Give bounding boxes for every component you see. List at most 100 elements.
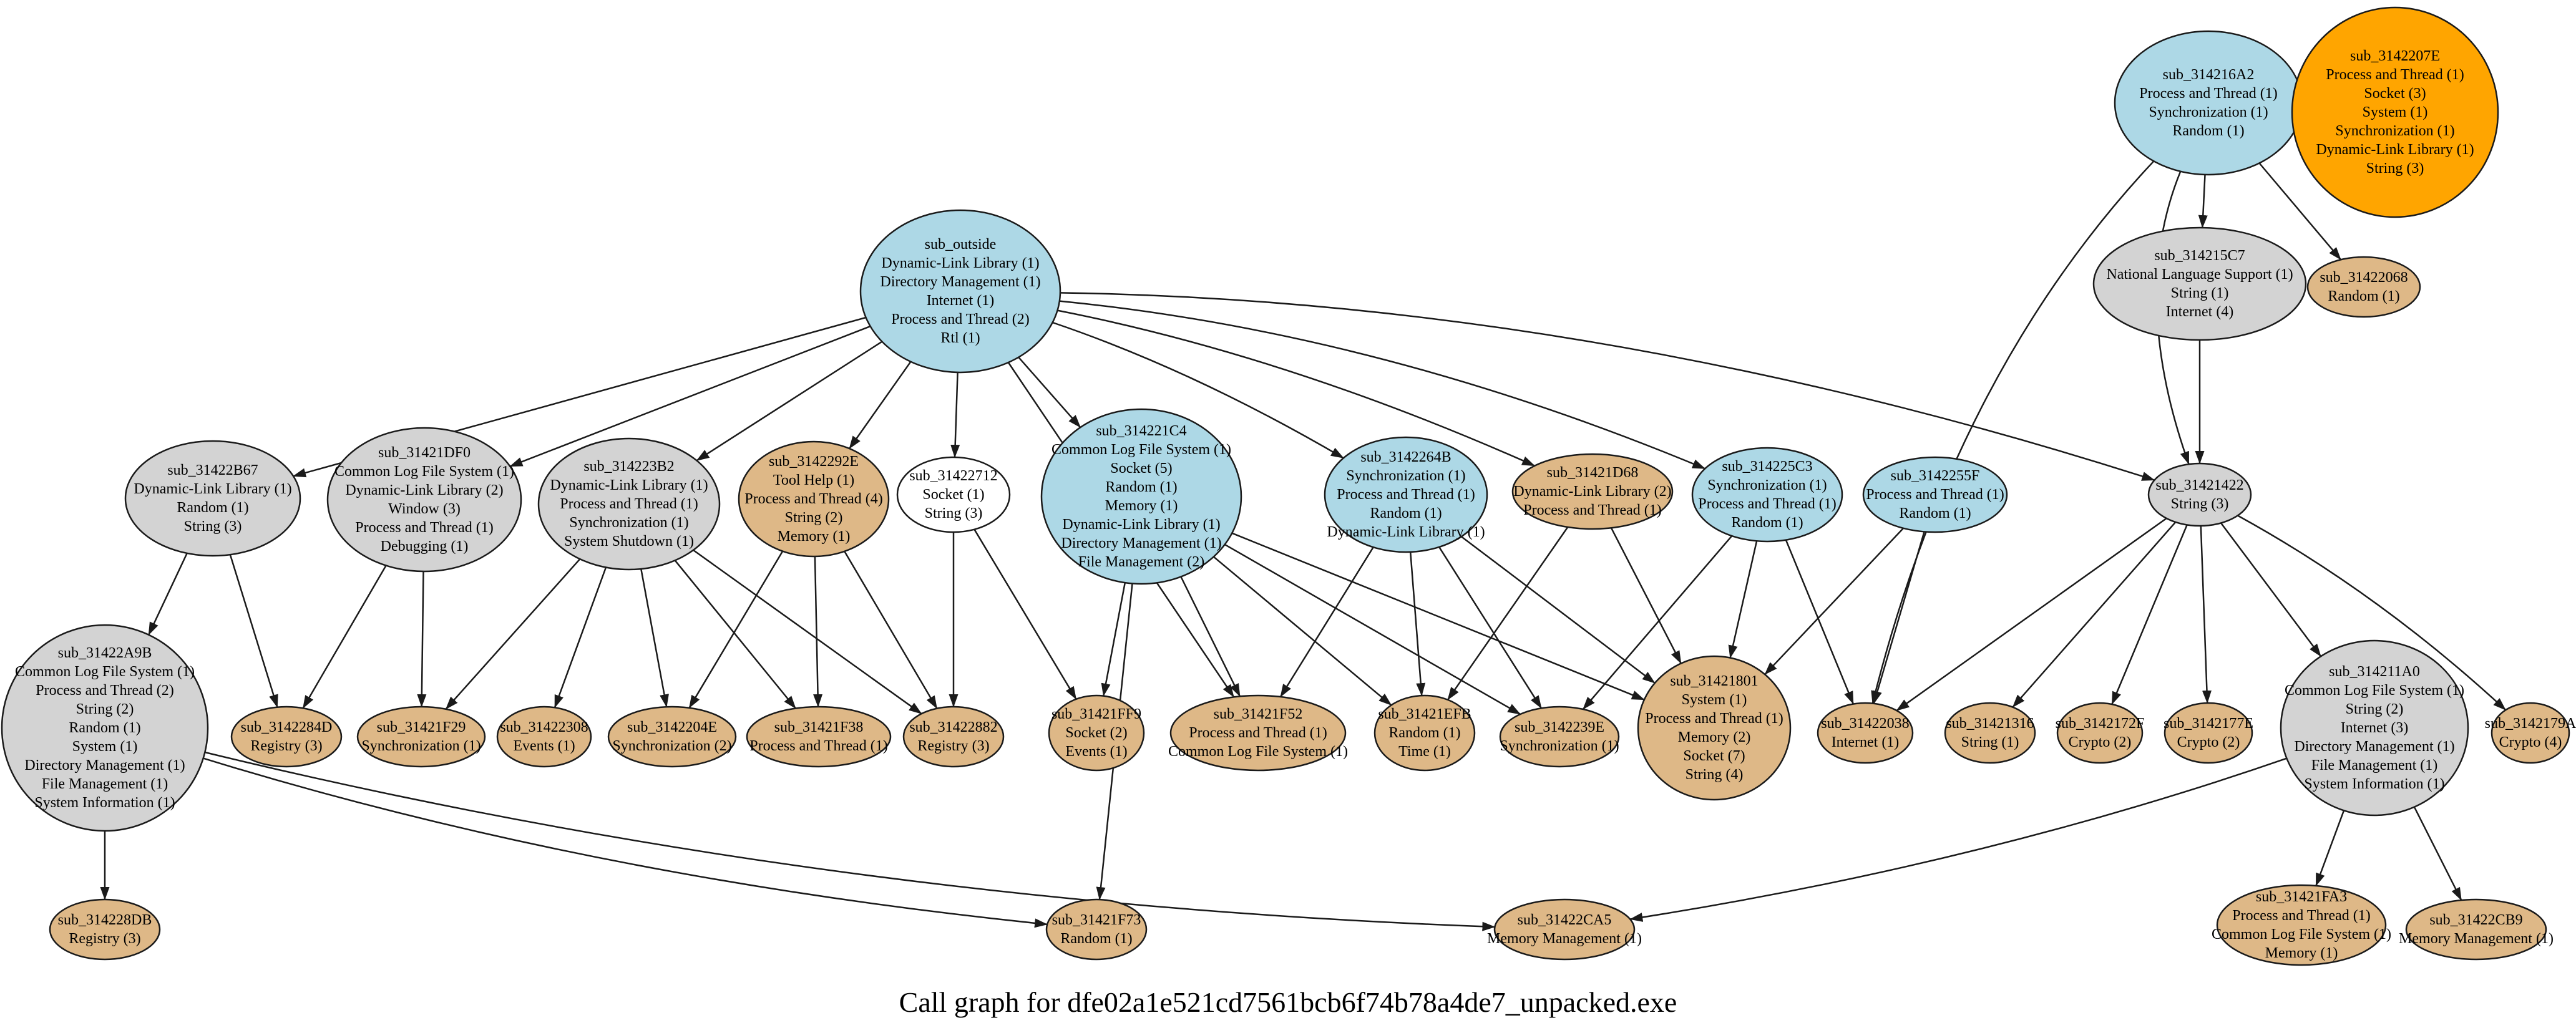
node-apiline-sub_314221C4-3: Random (1) bbox=[1105, 479, 1177, 495]
node-apiline-sub_31422A9B-8: System Information (1) bbox=[34, 795, 175, 811]
node-apiline-sub_31422B67-1: Dynamic-Link Library (1) bbox=[134, 481, 291, 497]
node-ellipse-sub_31422068[interactable] bbox=[2306, 256, 2421, 318]
call-edge-sub_3142264B-to-sub_31421EFB bbox=[1409, 551, 1426, 697]
call-edge-sub_outside-to-sub_3142264B bbox=[1052, 321, 1344, 459]
node-ellipse-sub_31422882[interactable] bbox=[902, 706, 1005, 768]
node-ellipse-sub_31422308[interactable] bbox=[496, 706, 592, 768]
node-ellipse-sub_314211A0[interactable] bbox=[2280, 639, 2469, 817]
node-ellipse-sub_31422712[interactable] bbox=[896, 456, 1011, 533]
node-ellipse-sub_314221C4[interactable] bbox=[1040, 408, 1242, 585]
node-ellipse-sub_31422038[interactable] bbox=[1817, 702, 1914, 764]
node-ellipse-sub_3142172F[interactable] bbox=[2056, 702, 2144, 764]
node-name-sub_31422712: sub_31422712 bbox=[909, 468, 997, 484]
node-ellipse-sub_314225C3[interactable] bbox=[1691, 447, 1843, 543]
node-ellipse-sub_314216A2[interactable] bbox=[2114, 30, 2303, 176]
node-ellipse-sub_3142179A[interactable] bbox=[2491, 702, 2570, 764]
node-ellipse-sub_314223B2[interactable] bbox=[537, 437, 721, 571]
node-ellipse-sub_31422B67[interactable] bbox=[124, 440, 301, 557]
node-apiline-sub_31421DF0-1: Common Log File System (1) bbox=[334, 463, 514, 480]
node-ellipse-sub_3142204E[interactable] bbox=[607, 706, 737, 768]
node-ellipse-sub_31422CB9[interactable] bbox=[2405, 898, 2547, 961]
node-ellipse-sub_3142284D[interactable] bbox=[230, 706, 343, 768]
node-apiline-sub_31421801-2: Process and Thread (1) bbox=[1645, 710, 1783, 727]
call-edge-sub_3142292E-to-sub_31421F38 bbox=[813, 556, 823, 707]
node-ellipse-sub_3142177E[interactable] bbox=[2164, 702, 2253, 764]
node-ellipse-sub_outside[interactable] bbox=[859, 209, 1061, 374]
call-edge-sub_31421422-to-sub_3142177E bbox=[2200, 525, 2212, 704]
node-ellipse-sub_31422CA5[interactable] bbox=[1493, 898, 1636, 961]
node-ellipse-sub_31421DF0[interactable] bbox=[326, 427, 522, 573]
node-ellipse-sub_31421316[interactable] bbox=[1944, 702, 2036, 764]
node-apiline-sub_31421DF0-2: Dynamic-Link Library (2) bbox=[345, 482, 503, 498]
node-ellipse-sub_31421801[interactable] bbox=[1637, 655, 1792, 801]
call-edge-sub_314225C3-to-sub_31421801 bbox=[1728, 541, 1758, 659]
node-apiline-sub_31422A9B-7: File Management (1) bbox=[42, 776, 168, 792]
node-ellipse-sub_31421FA3[interactable] bbox=[2216, 884, 2387, 966]
node-ellipse-sub_31421D68[interactable] bbox=[1511, 453, 1674, 530]
node-ellipse-sub_3142207E[interactable] bbox=[2291, 6, 2499, 218]
node-ellipse-sub_3142255F[interactable] bbox=[1862, 456, 2008, 533]
node-apiline-sub_3142207E-2: Socket (3) bbox=[2364, 85, 2426, 102]
node-ellipse-sub_3142292E[interactable] bbox=[738, 440, 890, 558]
node-ellipse-sub_314215C7[interactable] bbox=[2092, 226, 2307, 341]
node-apiline-sub_31422712-1: Socket (1) bbox=[922, 487, 984, 503]
node-ellipse-sub_3142264B[interactable] bbox=[1324, 436, 1488, 553]
node-ellipse-sub_31421F29[interactable] bbox=[356, 706, 486, 768]
node-apiline-sub_3142264B-1: Synchronization (1) bbox=[1346, 468, 1465, 484]
node-apiline-sub_314228DB-1: Registry (3) bbox=[69, 931, 140, 947]
node-apiline-sub_3142255F-1: Process and Thread (1) bbox=[1866, 487, 2004, 503]
node-ellipse-sub_31422A9B[interactable] bbox=[1, 624, 209, 832]
node-name-sub_31422308: sub_31422308 bbox=[500, 719, 588, 735]
node-ellipse-sub_31421422[interactable] bbox=[2147, 462, 2252, 527]
node-ellipse-sub_31421F38[interactable] bbox=[746, 706, 892, 768]
call-edge-sub_outside-to-sub_314221C4 bbox=[1018, 356, 1081, 428]
node-ellipse-sub_314228DB[interactable] bbox=[49, 898, 161, 961]
node-apiline-sub_31421FF9-2: Events (1) bbox=[1065, 744, 1127, 760]
node-ellipse-sub_31421FF9[interactable] bbox=[1048, 694, 1145, 772]
node-ellipse-sub_31421F52[interactable] bbox=[1169, 694, 1347, 772]
node-ellipse-sub_31421EFB[interactable] bbox=[1373, 694, 1476, 772]
node-ellipse-sub_3142239E[interactable] bbox=[1499, 706, 1620, 768]
node-ellipse-sub_31421F73[interactable] bbox=[1045, 898, 1148, 961]
node-apiline-sub_314221C4-4: Memory (1) bbox=[1105, 498, 1178, 514]
